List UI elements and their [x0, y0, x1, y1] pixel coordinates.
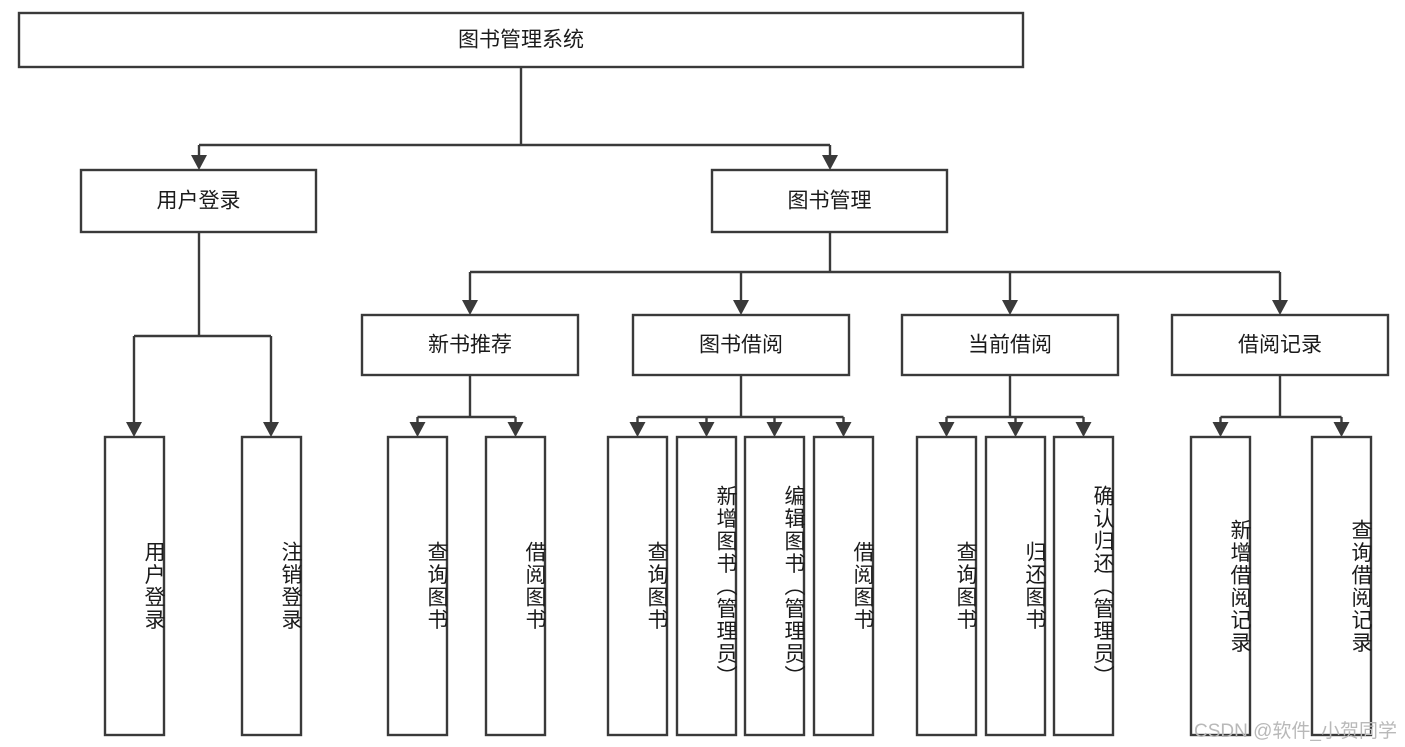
node-box-current-borrow[interactable] — [900, 313, 1120, 377]
node-leaf-borrow-book-rec[interactable] — [484, 435, 547, 737]
node-label-new-book-recommend: 新书推荐 — [428, 334, 512, 357]
node-box-leaf-borrow-book[interactable] — [812, 435, 875, 737]
arrow-head-icon — [822, 155, 838, 170]
node-leaf-confirm-return-admin[interactable] — [1052, 435, 1115, 737]
arrow-head-icon — [835, 422, 852, 437]
node-box-leaf-query-book-rec[interactable] — [386, 435, 449, 737]
node-box-user-login[interactable] — [79, 168, 318, 234]
node-label-current-borrow: 当前借阅 — [968, 334, 1052, 357]
node-label-root: 图书管理系统 — [458, 29, 584, 52]
arrow-head-icon — [698, 422, 715, 437]
node-box-leaf-logout-login[interactable] — [240, 435, 303, 737]
node-box-leaf-user-login[interactable] — [103, 435, 166, 737]
node-book-borrow[interactable] — [631, 313, 851, 377]
node-root[interactable] — [17, 11, 1025, 69]
arrow-head-icon — [938, 422, 955, 437]
node-leaf-return-book[interactable] — [984, 435, 1047, 737]
node-leaf-add-book-admin[interactable] — [675, 435, 738, 737]
arrow-head-icon — [263, 422, 279, 437]
arrow-head-icon — [507, 422, 524, 437]
arrow-head-icon — [191, 155, 207, 170]
csdn-watermark: CSDN @软件_小贺同学 — [1194, 721, 1397, 742]
node-box-leaf-query-book-borrow[interactable] — [606, 435, 669, 737]
node-box-borrow-record[interactable] — [1170, 313, 1390, 377]
connector-layer — [126, 67, 1350, 437]
node-leaf-borrow-book[interactable] — [812, 435, 875, 737]
node-leaf-logout-login[interactable] — [240, 435, 303, 737]
arrow-head-icon — [1007, 422, 1024, 437]
node-box-book-borrow[interactable] — [631, 313, 851, 377]
node-box-leaf-query-book-current[interactable] — [915, 435, 978, 737]
arrow-head-icon — [126, 422, 142, 437]
arrow-head-icon — [1333, 422, 1350, 437]
node-label-borrow-record: 借阅记录 — [1238, 334, 1322, 357]
node-user-login[interactable] — [79, 168, 318, 234]
node-leaf-edit-book-admin[interactable] — [743, 435, 806, 737]
arrow-head-icon — [629, 422, 646, 437]
node-borrow-record[interactable] — [1170, 313, 1390, 377]
node-box-root[interactable] — [17, 11, 1025, 69]
arrow-head-icon — [766, 422, 783, 437]
node-leaf-add-borrow-record[interactable] — [1189, 435, 1252, 737]
arrow-head-icon — [1272, 300, 1288, 315]
arrow-head-icon — [1212, 422, 1229, 437]
node-box-leaf-add-book-admin[interactable] — [675, 435, 738, 737]
node-leaf-user-login[interactable] — [103, 435, 166, 737]
node-leaf-query-book-borrow[interactable] — [606, 435, 669, 737]
node-box-leaf-add-borrow-record[interactable] — [1189, 435, 1252, 737]
node-box-leaf-confirm-return-admin[interactable] — [1052, 435, 1115, 737]
node-book-management[interactable] — [710, 168, 949, 234]
arrow-head-icon — [1002, 300, 1018, 315]
node-leaf-query-book-current[interactable] — [915, 435, 978, 737]
node-label-book-management: 图书管理 — [788, 190, 872, 213]
node-box-leaf-borrow-book-rec[interactable] — [484, 435, 547, 737]
arrow-head-icon — [1075, 422, 1092, 437]
node-leaf-query-borrow-record[interactable] — [1310, 435, 1373, 737]
arrow-head-icon — [733, 300, 749, 315]
node-leaf-query-book-rec[interactable] — [386, 435, 449, 737]
node-box-leaf-query-borrow-record[interactable] — [1310, 435, 1373, 737]
node-current-borrow[interactable] — [900, 313, 1120, 377]
node-label-book-borrow: 图书借阅 — [699, 334, 783, 357]
node-box-leaf-return-book[interactable] — [984, 435, 1047, 737]
node-box-leaf-edit-book-admin[interactable] — [743, 435, 806, 737]
node-box-book-management[interactable] — [710, 168, 949, 234]
arrow-head-icon — [462, 300, 478, 315]
arrow-head-icon — [409, 422, 426, 437]
node-box-new-book-recommend[interactable] — [360, 313, 580, 377]
node-label-user-login: 用户登录 — [157, 190, 241, 213]
node-new-book-recommend[interactable] — [360, 313, 580, 377]
